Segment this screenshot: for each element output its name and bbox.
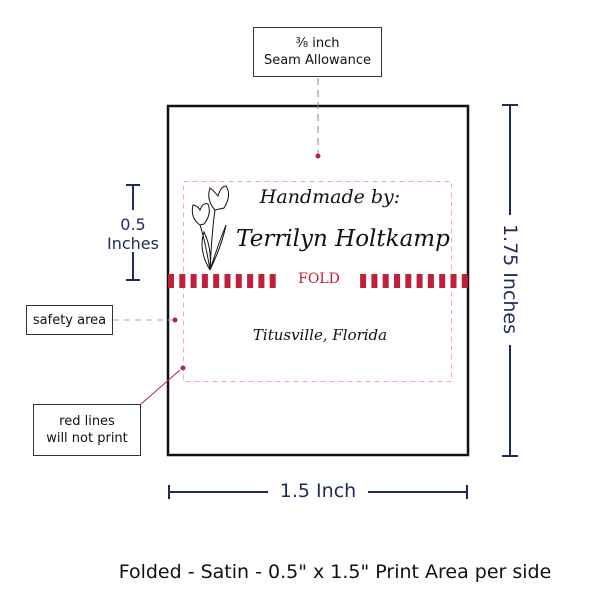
safety-dot (172, 317, 178, 323)
maker-name-text: Terrilyn Holtkamp (236, 226, 450, 252)
safety-label: safety area (32, 313, 107, 328)
fold-stripe (179, 274, 186, 288)
fold-stripe (427, 274, 434, 288)
fold-stripe (394, 274, 400, 288)
left-dimension-marks (126, 184, 140, 281)
fold-stripe (360, 274, 367, 288)
fold-stripe (405, 274, 412, 288)
fold-stripe (247, 274, 254, 288)
red-lines-line1: red lines (59, 414, 115, 429)
caption: Folded - Satin - 0.5" x 1.5" Print Area … (118, 561, 552, 583)
seam-dot (315, 153, 321, 159)
fold-stripe (416, 274, 423, 288)
bottom-dimension-label: 1.5 Inch (279, 480, 357, 502)
handmade-by-text: Handmade by: (259, 186, 401, 208)
seam-label-line1: ⅜ inch (295, 36, 340, 51)
left-dim-line2: Inches (107, 234, 159, 253)
safety-area-callout: safety area (26, 305, 113, 335)
left-dimension-label: 0.5 Inches (100, 215, 166, 253)
red-lines-callout: red lines will not print (33, 404, 141, 456)
seam-label-line2: Seam Allowance (263, 53, 372, 68)
fold-stripe (190, 274, 197, 288)
tulip-icon (191, 185, 230, 271)
fold-stripe (258, 274, 265, 288)
right-dimension-label: 1.75 Inches (499, 223, 521, 335)
bottom-dimension-marks (168, 485, 468, 499)
fold-stripe (269, 274, 276, 288)
left-dim-line1: 0.5 (120, 215, 146, 234)
fold-stripe (213, 274, 220, 288)
red-lines-dot (180, 365, 186, 371)
fold-stripe (371, 274, 378, 288)
seam-allowance-callout: ⅜ inch Seam Allowance (253, 27, 382, 77)
fold-stripe (201, 274, 208, 288)
red-lines-line2: will not print (46, 431, 128, 446)
fold-stripe (450, 274, 457, 288)
fold-stripe (224, 274, 231, 288)
fold-stripe (168, 274, 174, 288)
fold-stripe (235, 274, 242, 288)
fold-stripe (382, 274, 389, 288)
fold-stripes (168, 274, 468, 288)
fold-stripe (461, 274, 468, 288)
right-dimension-marks (502, 104, 518, 457)
location-text: Titusville, Florida (252, 326, 388, 344)
red-lines-leader (140, 369, 181, 405)
fold-stripe (439, 274, 446, 288)
fold-label: FOLD (298, 271, 340, 287)
